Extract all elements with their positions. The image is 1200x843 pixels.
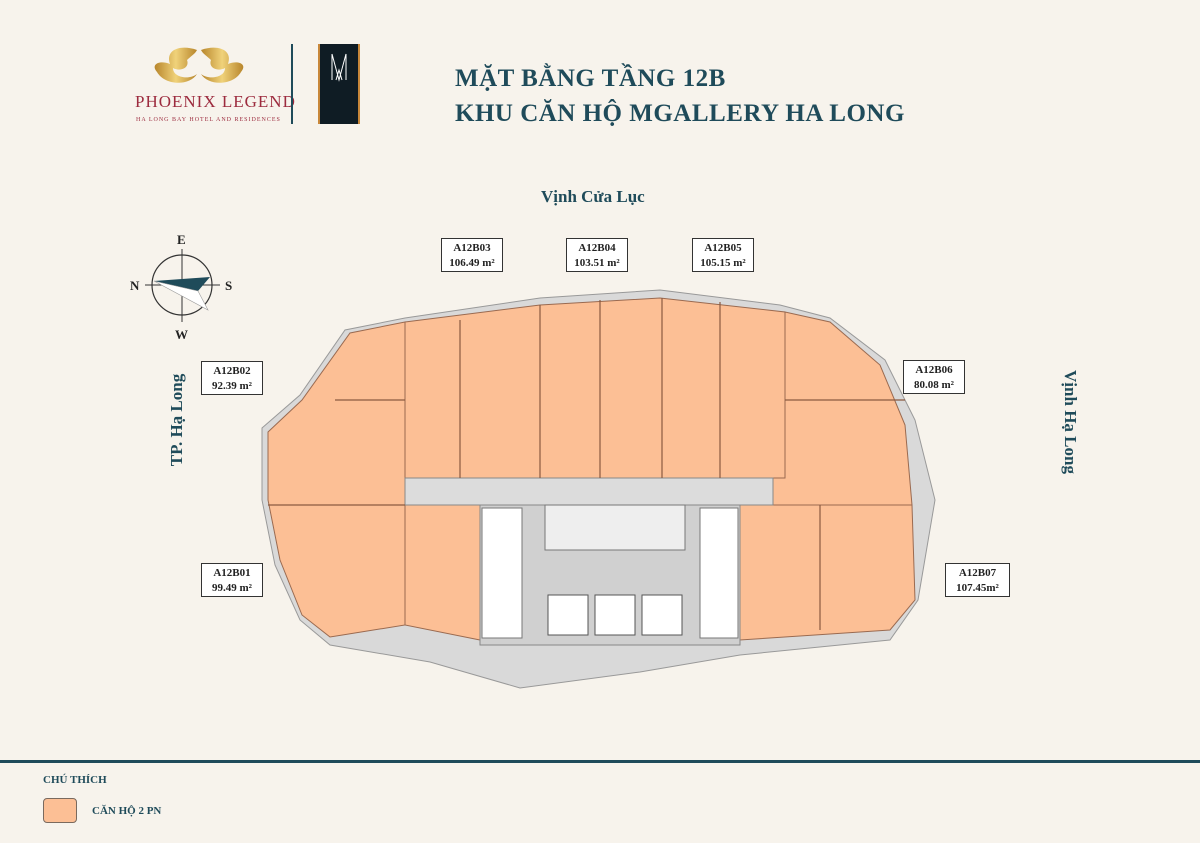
footer-divider [0,760,1200,763]
unit-area: 99.49 m² [212,582,252,594]
units-left [267,321,406,638]
units-right-top [767,311,913,506]
unit-code: A12B06 [915,364,953,376]
compass-north: N [130,278,140,293]
lift-2 [594,594,636,636]
stair-left [481,507,523,639]
unit-code: A12B02 [213,365,251,377]
units-top [404,297,786,479]
unit-area: 80.08 m² [914,379,954,391]
phoenix-logo-icon [154,47,244,83]
lift-3 [641,594,683,636]
units-right-bottom [739,504,916,641]
unit-label-a12b03[interactable]: A12B03 106.49 m² [441,238,503,272]
compass-west: W [175,327,188,342]
compass-east: E [177,232,186,247]
unit-area: 92.39 m² [212,380,252,392]
unit-area: 106.49 m² [449,257,495,269]
unit-code: A12B01 [213,567,251,579]
unit-label-a12b06[interactable]: A12B06 80.08 m² [903,360,965,394]
floor-plan [261,289,936,689]
unit-label-a12b07[interactable]: A12B07 107.45m² [945,563,1010,597]
unit-label-a12b02[interactable]: A12B02 92.39 m² [201,361,263,395]
unit-area: 105.15 m² [700,257,746,269]
unit-code: A12B05 [704,242,742,254]
legend-swatch-2br [43,798,77,823]
legend-title: CHÚ THÍCH [43,774,107,786]
units-left-bottom [404,504,481,641]
lift-1 [547,594,589,636]
compass: E N S W [128,232,238,344]
compass-rose-icon [145,249,220,322]
unit-code: A12B04 [578,242,616,254]
page-title: MẶT BẰNG TẦNG 12B [455,65,726,92]
mgallery-m-icon [331,53,347,82]
legend-label-2br: CĂN HỘ 2 PN [92,805,162,817]
mgallery-logo [318,44,360,124]
unit-label-a12b05[interactable]: A12B05 105.15 m² [692,238,754,272]
unit-walls [268,298,905,630]
page-subtitle: KHU CĂN HỘ MGALLERY HA LONG [455,100,905,127]
unit-area: 103.51 m² [574,257,620,269]
header-divider [291,44,293,124]
unit-label-a12b01[interactable]: A12B01 99.49 m² [201,563,263,597]
direction-top: Vịnh Cửa Lục [541,187,645,206]
compass-south: S [225,278,233,293]
lift-lobby [544,504,686,551]
unit-label-a12b04[interactable]: A12B04 103.51 m² [566,238,628,272]
unit-code: A12B07 [958,567,997,579]
corridor [404,477,774,506]
stair-right [699,507,739,639]
brand-tagline: HA LONG BAY HOTEL AND RESIDENCES [136,117,281,123]
unit-code: A12B03 [453,242,491,254]
brand-name: PHOENIX LEGEND [135,92,296,111]
unit-area: 107.45m² [956,582,999,594]
